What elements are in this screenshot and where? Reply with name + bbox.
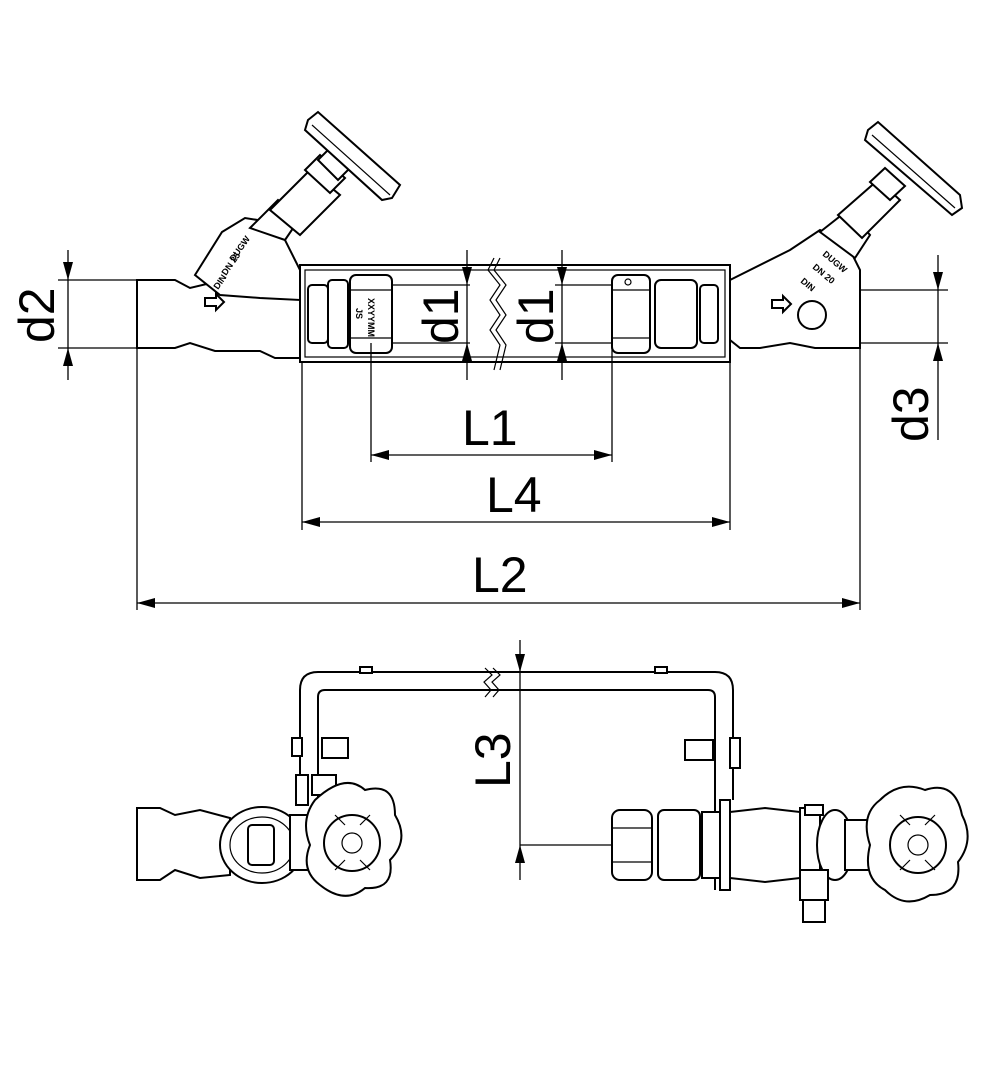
d1-right-label: d1 (508, 288, 564, 344)
dim-d1-right: d1 (508, 250, 612, 380)
meter-mark: JS (354, 308, 364, 319)
L3-label: L3 (465, 732, 521, 788)
dim-L4: L4 (301, 362, 731, 530)
left-handwheel[interactable] (303, 110, 402, 202)
left-couplings: XXYYMM JS (307, 274, 393, 354)
right-couplings (611, 274, 719, 354)
left-bolt (291, 737, 303, 757)
side-view: L3 (136, 640, 969, 923)
top-view: DUGW DN 25 DIN XXYYMM JS (9, 110, 964, 610)
dim-d3: d3 (860, 255, 948, 442)
dim-d1-left: d1 (392, 250, 472, 380)
left-side-handwheel-icon[interactable] (305, 781, 403, 897)
right-valve-port (797, 300, 827, 330)
d3-label: d3 (883, 386, 939, 442)
d1-left-label: d1 (413, 288, 469, 344)
dim-L1: L1 (370, 343, 613, 462)
dim-L2: L2 (136, 348, 861, 610)
d2-label: d2 (9, 287, 65, 343)
left-nut (321, 737, 349, 759)
L4-label: L4 (486, 467, 542, 523)
L1-label: L1 (462, 400, 518, 456)
dim-L3: L3 (465, 640, 612, 880)
meter-text: XXYYMM (366, 298, 376, 337)
break-mark (487, 257, 501, 371)
left-valve: DUGW DN 25 DIN (193, 110, 402, 313)
right-side-handwheel-icon[interactable] (865, 785, 969, 903)
right-handwheel[interactable] (863, 120, 964, 217)
right-side-pipe (729, 806, 801, 884)
right-nut (684, 739, 714, 761)
dim-d2: d2 (9, 250, 137, 380)
flow-arrow-icon (204, 291, 226, 313)
right-side-couplings (611, 799, 731, 891)
right-valve: DUGW DN 20 DIN (729, 120, 964, 349)
right-bolt (729, 737, 741, 769)
left-side-pipe (136, 807, 231, 881)
L2-label: L2 (472, 547, 528, 603)
